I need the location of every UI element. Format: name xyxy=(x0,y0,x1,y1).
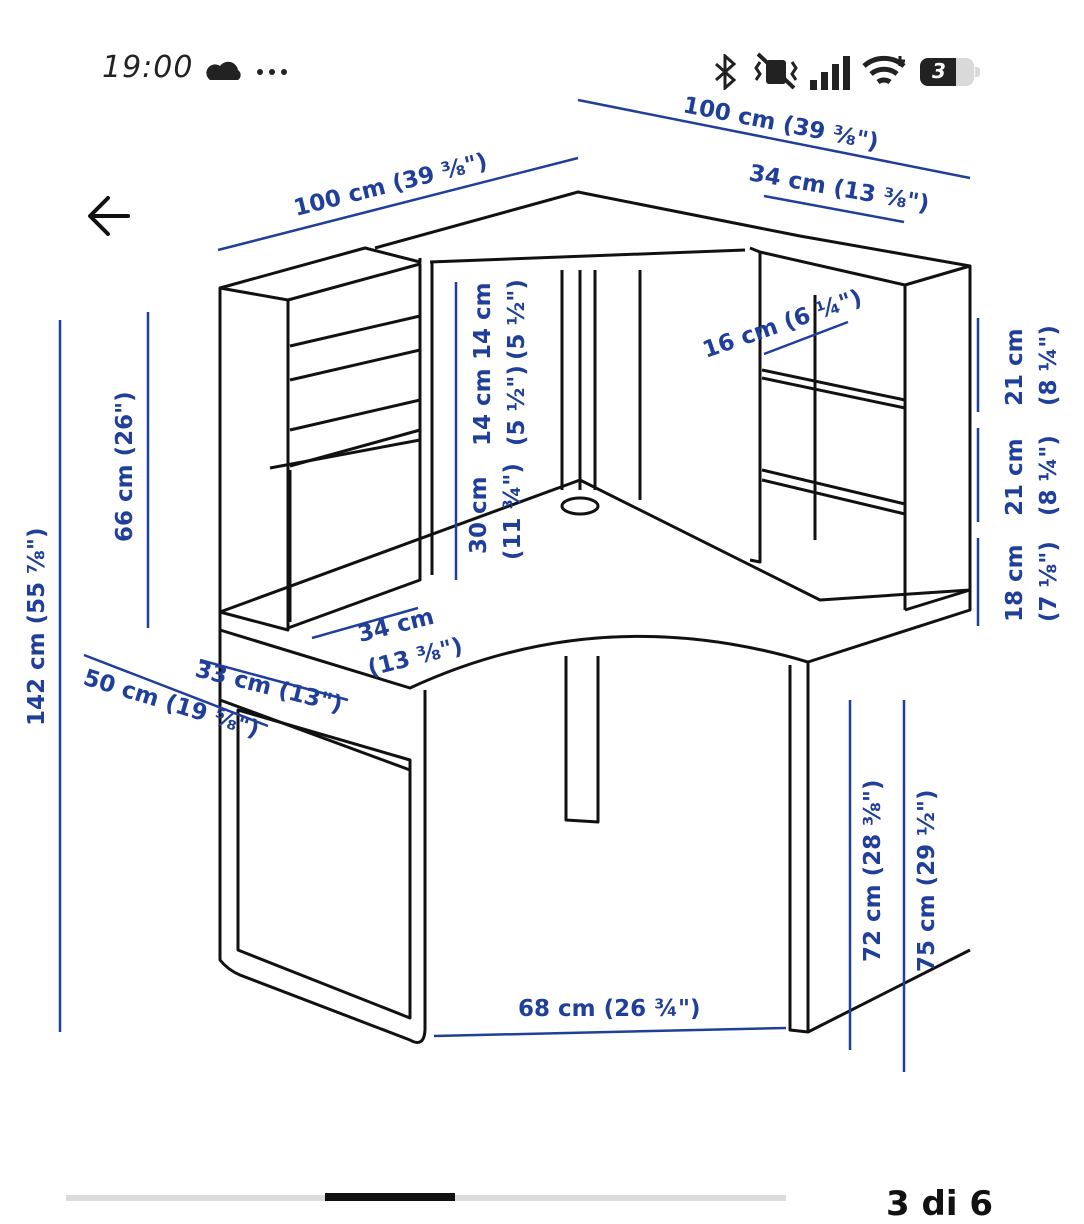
dimension-right-compartment-2: 21 cm xyxy=(1002,438,1028,516)
more-dots-icon xyxy=(257,69,287,75)
arrow-left-icon xyxy=(88,196,130,236)
dimension-total-desk-height: 75 cm (29 ½") xyxy=(914,790,940,972)
battery-icon: 3 xyxy=(920,58,982,88)
desk-drawing xyxy=(218,190,972,1044)
dimension-desk-height: 72 cm (28 ⅜") xyxy=(860,780,886,962)
dimension-right-compartment-3-inches: (7 ⅛") xyxy=(1036,541,1062,622)
dimension-right-compartment-3: 18 cm xyxy=(1002,544,1028,622)
status-bar: 19:00 3 xyxy=(0,0,1084,100)
pager-thumb[interactable] xyxy=(325,1193,455,1201)
dimension-compartment-3: 30 cm xyxy=(466,476,492,554)
dimension-upper-height: 66 cm (26") xyxy=(112,391,138,542)
status-time: 19:00 xyxy=(102,50,194,85)
desk-dimension-diagram: 100 cm (39 ⅜") 100 cm (39 ⅜") 34 cm (13 … xyxy=(24,92,1062,1072)
signal-icon xyxy=(810,56,850,90)
dimension-compartment-2-inches: (5 ½") xyxy=(504,365,530,446)
dimension-lines xyxy=(58,98,980,1072)
cloud-icon xyxy=(206,61,241,80)
dimension-compartment-3-inches: (11 ¾") xyxy=(500,463,526,560)
dimension-right-compartment-2-inches: (8 ¼") xyxy=(1036,435,1062,516)
dimension-compartment-1: 14 cm xyxy=(470,282,496,360)
dimension-right-compartment-1: 21 cm xyxy=(1002,328,1028,406)
battery-level: 3 xyxy=(932,59,946,83)
dimension-top-left-width: 100 cm (39 ⅜") xyxy=(291,149,490,222)
image-pager: 3 di 6 xyxy=(0,1180,1084,1224)
page-counter: 3 di 6 xyxy=(886,1184,993,1224)
dimension-right-compartment-1-inches: (8 ¼") xyxy=(1036,325,1062,406)
dimension-compartment-1-inches: (5 ½") xyxy=(504,279,530,360)
back-button[interactable] xyxy=(80,190,140,242)
dimension-compartment-2: 14 cm xyxy=(470,368,496,446)
dimension-total-height: 142 cm (55 ⅞") xyxy=(24,528,50,726)
wifi-icon xyxy=(862,55,906,85)
dimension-leg-span: 68 cm (26 ¾") xyxy=(518,996,700,1022)
bluetooth-icon xyxy=(715,54,737,90)
dimension-top-right-width: 100 cm (39 ⅜") xyxy=(681,92,881,155)
vibrate-icon xyxy=(754,52,798,90)
